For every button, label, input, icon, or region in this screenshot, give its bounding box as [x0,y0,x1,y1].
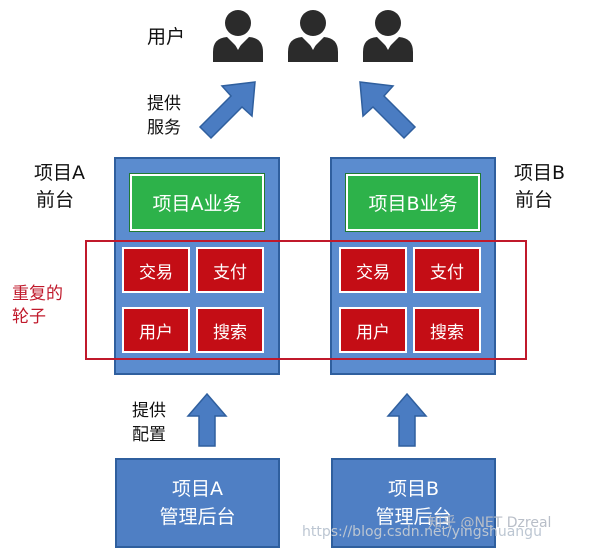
project-b-admin: 项目B 管理后台 [331,458,496,548]
project-b-module-trade: 交易 [339,247,407,293]
provide-service-label-line2: 服务 [147,118,181,138]
user-icon [213,10,263,62]
users-label: 用户 [147,26,186,48]
provide-service-label-line1: 提供 [147,94,181,114]
project-b-business: 项目B业务 [345,173,481,232]
project-a-admin: 项目A 管理后台 [115,458,280,548]
project-a-label-line1: 项目A [34,162,85,184]
project-b-label-line2: 前台 [515,189,554,211]
project-b-label-line1: 项目B [514,162,566,184]
project-a-admin-line2: 管理后台 [159,506,236,528]
arrow-up-right-icon [198,81,256,140]
project-b-module-search: 搜索 [413,307,481,353]
project-a-label-line2: 前台 [36,189,75,211]
project-a-module-trade: 交易 [122,247,190,293]
project-a-admin-line1: 项目A [172,478,223,500]
project-a-module-search: 搜索 [196,307,264,353]
arrow-up-icon [386,392,428,447]
duplicate-modules-frame [85,240,527,360]
project-b-module-pay: 支付 [413,247,481,293]
project-a-module-pay: 支付 [196,247,264,293]
project-a-module-user: 用户 [122,307,190,353]
user-icon [288,10,338,62]
project-b-admin-line2: 管理后台 [375,506,452,528]
watermark-source: 知乎 @NET Dzreal [428,515,552,531]
users-group [213,10,413,62]
watermark-url: https://blog.csdn.net/yingshuangu [302,524,542,540]
provide-config-label-line2: 配置 [132,425,166,445]
user-icon [363,10,413,62]
duplicate-label-line2: 轮子 [12,307,46,327]
provide-config-label-line1: 提供 [132,401,166,421]
arrow-up-left-icon [359,81,417,140]
project-b-module-user: 用户 [339,307,407,353]
project-a-business: 项目A业务 [129,173,265,232]
project-b-admin-line1: 项目B [387,478,440,500]
duplicate-label-line1: 重复的 [12,284,63,304]
arrow-up-icon [186,392,228,447]
